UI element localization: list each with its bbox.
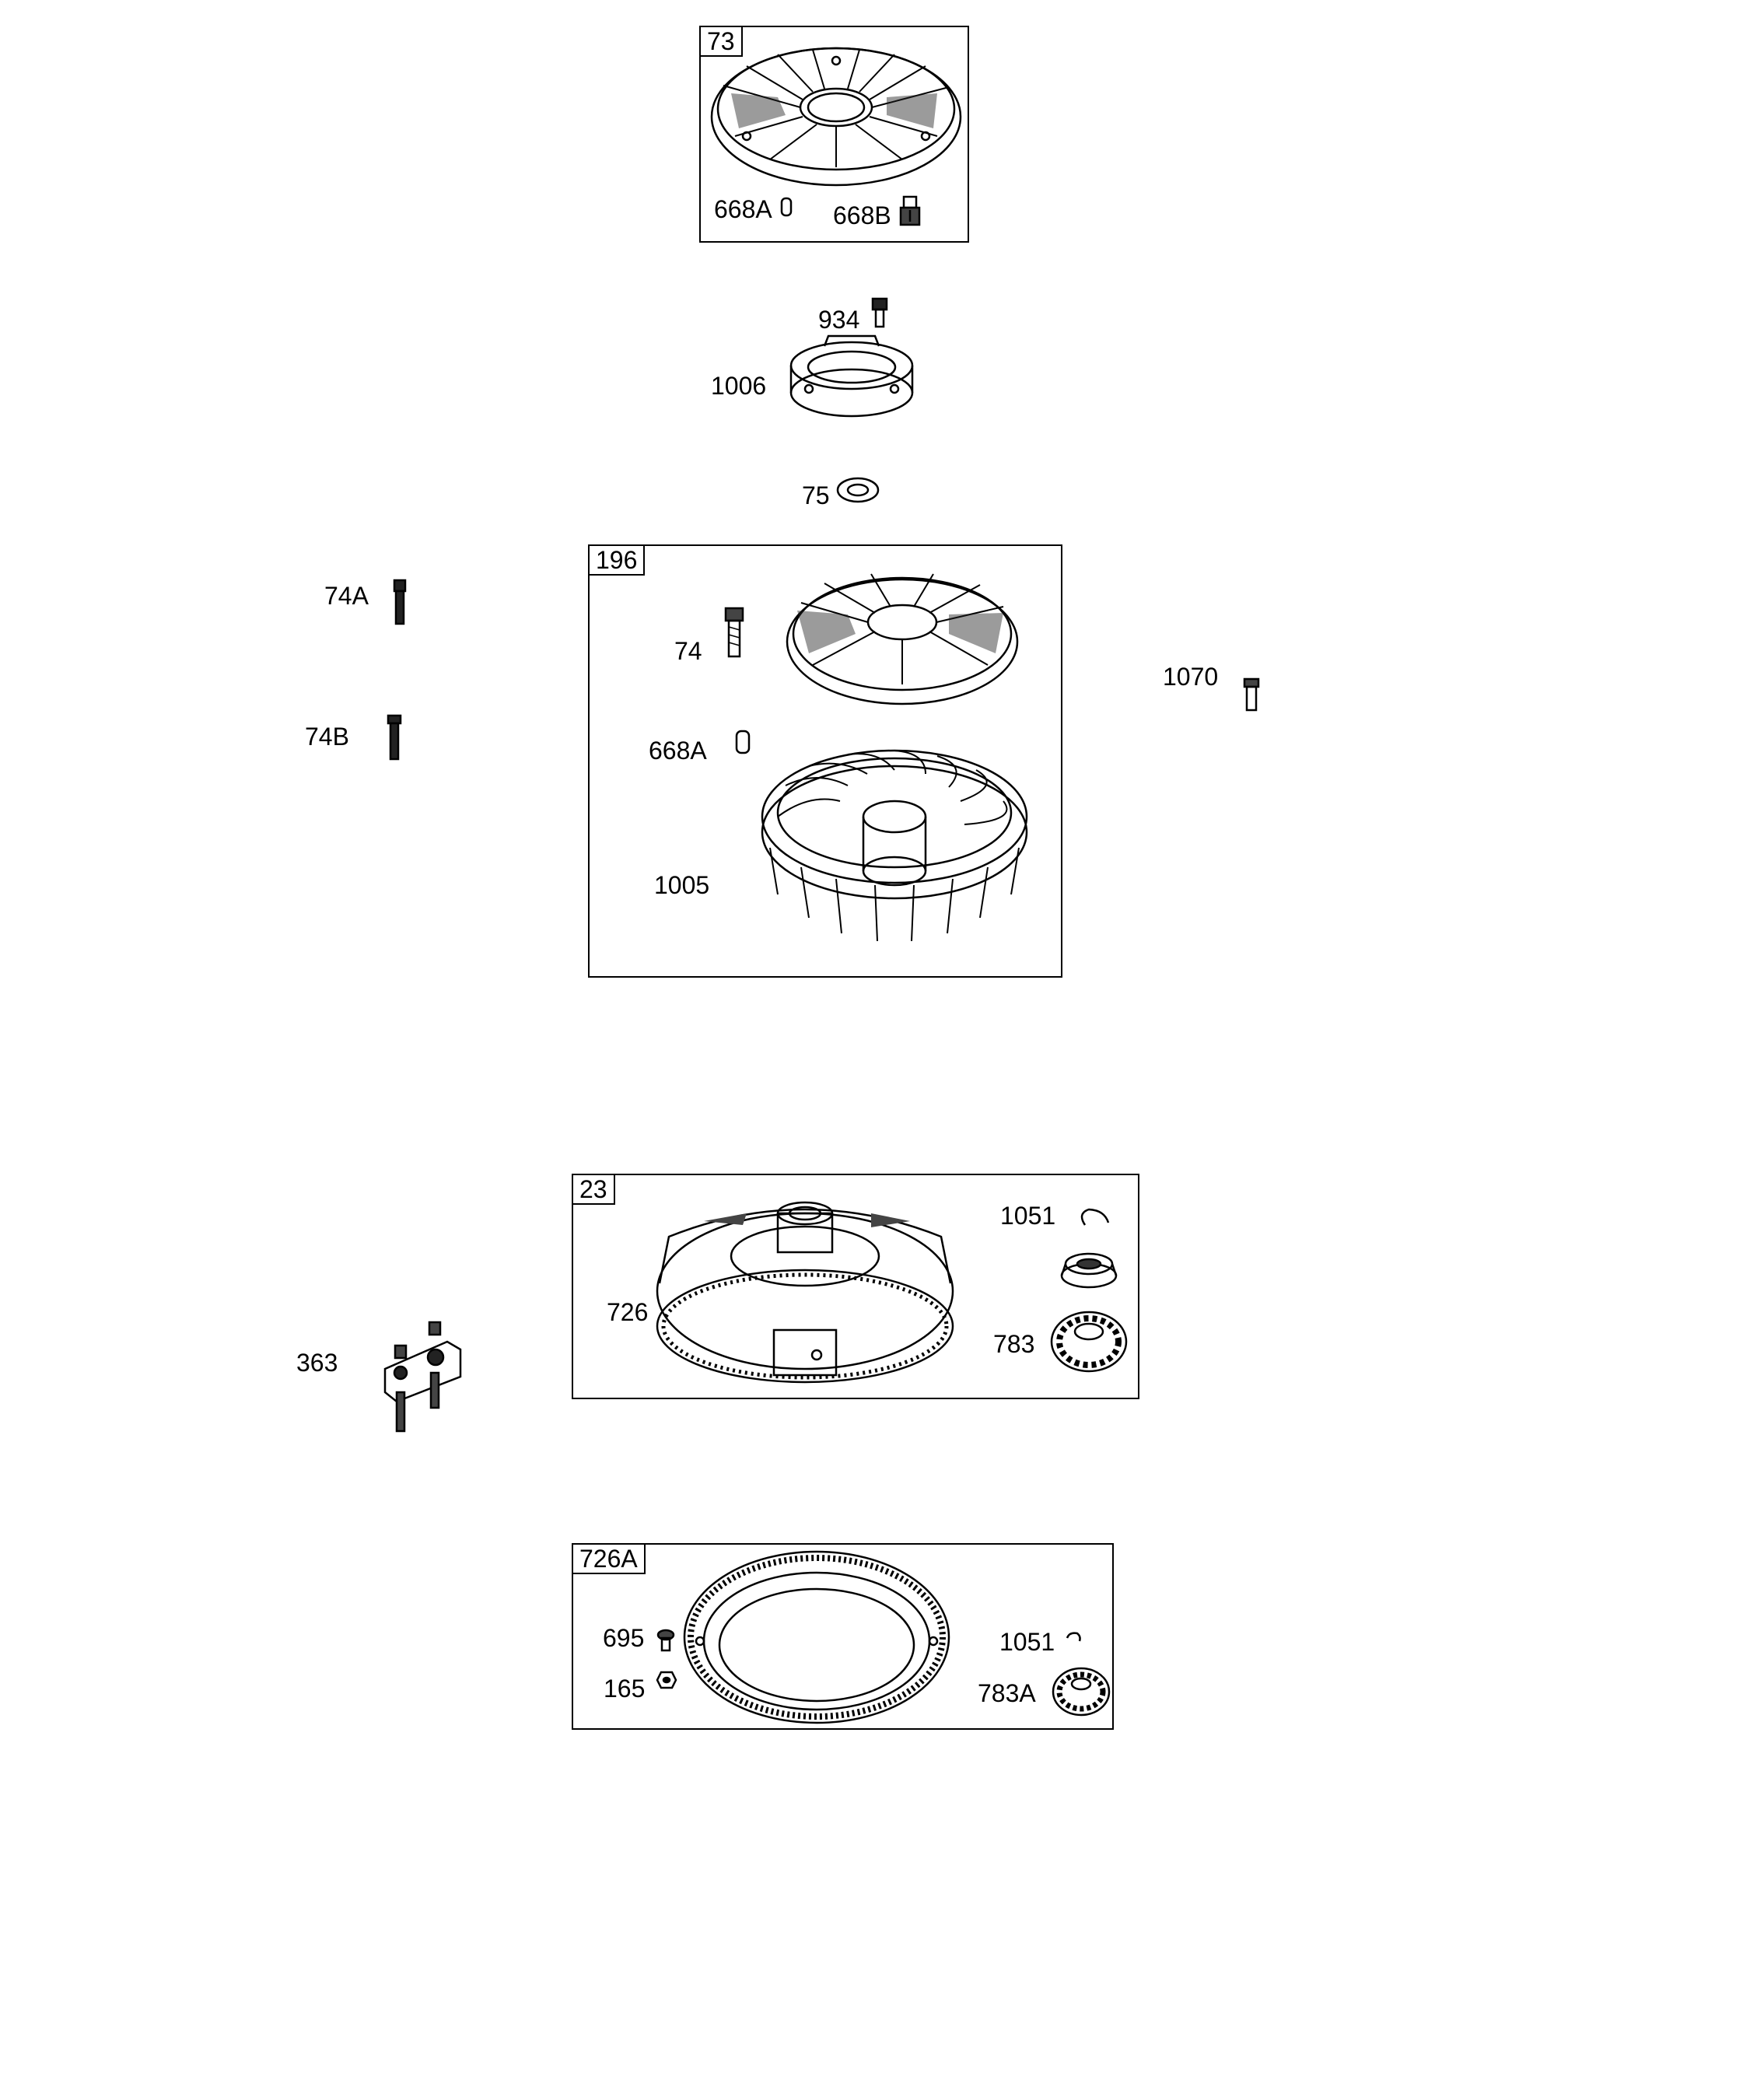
callout-363: 363 (296, 1349, 338, 1377)
callout-74a: 74A (324, 582, 369, 610)
bolt-934-drawing (871, 297, 888, 328)
gear-783a-drawing (1052, 1667, 1111, 1717)
callout-75: 75 (802, 481, 830, 509)
group-196-tag: 196 (590, 546, 646, 576)
clip-1051-b-drawing (1066, 1632, 1081, 1642)
clip-1051-a-drawing (1080, 1208, 1110, 1226)
bushing-drawing (1060, 1252, 1118, 1289)
callout-668b: 668B (833, 201, 891, 229)
callout-668a: 668A (649, 737, 707, 765)
callout-1006: 1006 (711, 372, 767, 400)
callout-74: 74 (674, 637, 702, 665)
callout-783a: 783A (978, 1679, 1036, 1707)
screw-695-drawing (656, 1629, 675, 1652)
screen-73-drawing (710, 47, 962, 187)
group-726a-box: 726A (572, 1543, 1114, 1730)
group-196-box: 196 (588, 544, 1062, 978)
ring-gear-726a-drawing (683, 1550, 950, 1724)
group-23-box: 23 (572, 1174, 1139, 1399)
callout-934: 934 (818, 306, 860, 334)
flywheel-726-drawing (656, 1201, 954, 1384)
bolt-74b-drawing (387, 714, 402, 761)
group-726a-tag: 726A (573, 1545, 646, 1574)
callout-726: 726 (607, 1298, 649, 1326)
callout-74b: 74B (305, 723, 349, 751)
callout-695: 695 (603, 1624, 645, 1652)
group-73-tag: 73 (701, 27, 743, 57)
washer-75-drawing (836, 477, 880, 503)
callout-1070: 1070 (1163, 663, 1219, 691)
callout-668a-top: 668A (714, 195, 772, 223)
gear-783-drawing (1050, 1311, 1128, 1373)
bolt-74-drawing (724, 607, 744, 658)
group-73-box: 73 (699, 26, 969, 243)
screw-668b-drawing (899, 195, 921, 226)
screen-196-drawing (786, 573, 1019, 705)
fan-1005-drawing (761, 749, 1028, 942)
nut-165-drawing (656, 1671, 677, 1689)
cup-1006-drawing (789, 334, 914, 418)
pin-668a-drawing (735, 730, 751, 754)
group-23-tag: 23 (573, 1175, 615, 1205)
screw-1070-drawing (1243, 677, 1260, 712)
callout-1051-b: 1051 (999, 1628, 1055, 1656)
pin-668a-top-drawing (780, 197, 793, 217)
callout-1051-a: 1051 (1000, 1202, 1056, 1230)
callout-165: 165 (604, 1675, 646, 1703)
callout-1005: 1005 (654, 871, 710, 899)
bracket-363-drawing (383, 1321, 462, 1433)
bolt-74a-drawing (393, 579, 407, 625)
callout-783: 783 (993, 1330, 1035, 1358)
